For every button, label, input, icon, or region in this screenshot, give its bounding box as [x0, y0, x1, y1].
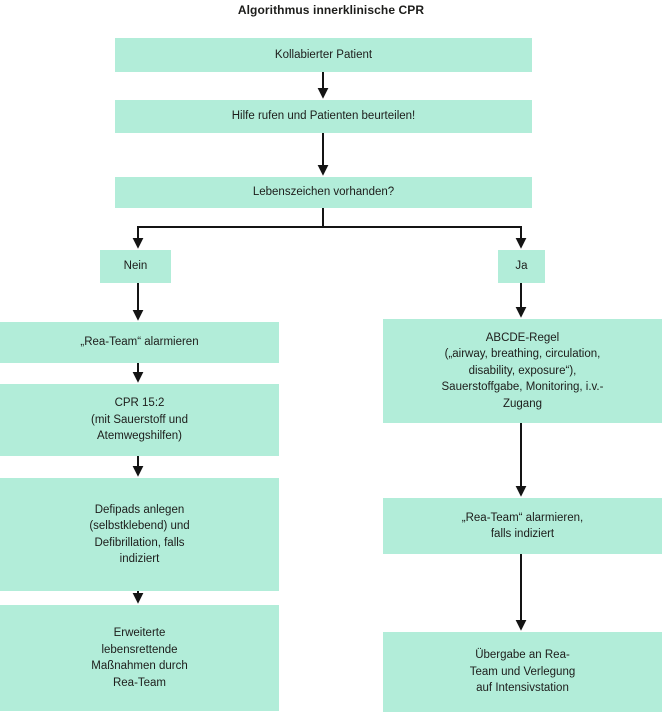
node-cpr-15-2: CPR 15:2 (mit Sauerstoff und Atemwegshil…: [0, 384, 279, 456]
node-uebergabe-intensivstation: Übergabe an Rea- Team und Verlegung auf …: [383, 632, 662, 712]
node-kollabierter-patient: Kollabierter Patient: [115, 38, 532, 72]
node-lebenszeichen-vorhanden: Lebenszeichen vorhanden?: [115, 177, 532, 208]
node-abcde-regel: ABCDE-Regel („airway, breathing, circula…: [383, 319, 662, 423]
page-title: Algorithmus innerklinische CPR: [237, 3, 425, 17]
node-hilfe-rufen: Hilfe rufen und Patienten beurteilen!: [115, 100, 532, 133]
node-rea-team-alarmieren: „Rea-Team“ alarmieren: [0, 322, 279, 363]
node-defipads-defibrillation: Defipads anlegen (selbstklebend) und Def…: [0, 478, 279, 591]
node-ja: Ja: [498, 250, 545, 283]
node-rea-team-falls-indiziert: „Rea-Team“ alarmieren, falls indiziert: [383, 498, 662, 554]
node-erweiterte-massnahmen: Erweiterte lebensrettende Maßnahmen durc…: [0, 605, 279, 711]
node-nein: Nein: [100, 250, 171, 283]
